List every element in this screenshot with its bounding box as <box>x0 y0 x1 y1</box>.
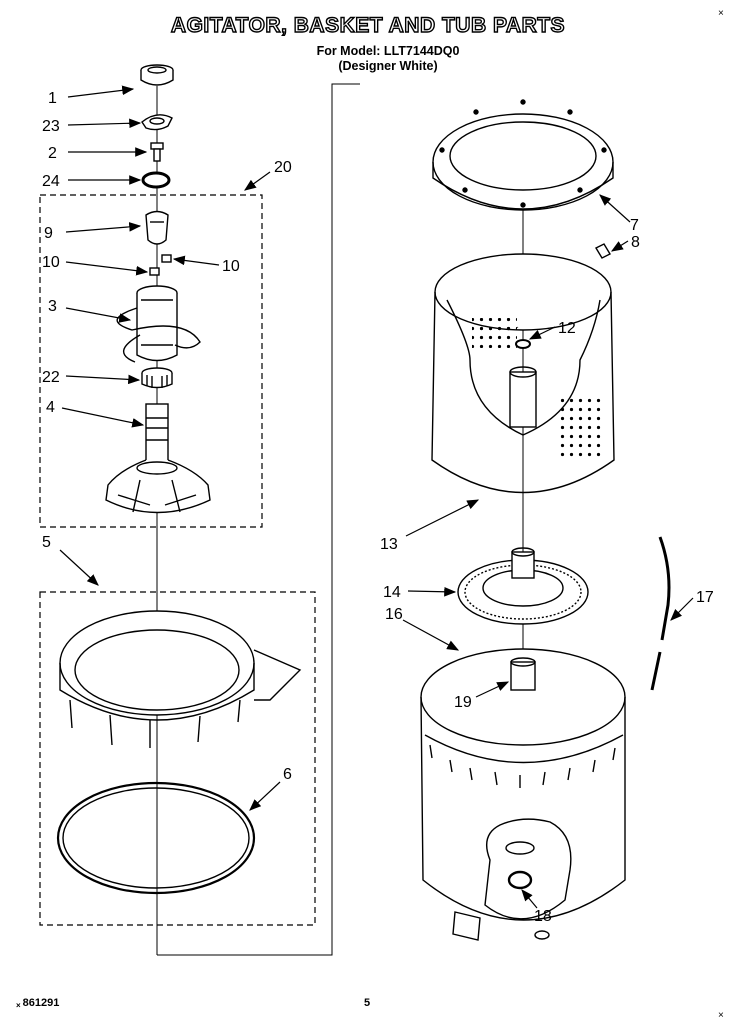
callout-16: 16 <box>385 606 403 623</box>
callout-22: 22 <box>42 369 60 386</box>
part-4-agitator-base <box>105 403 211 514</box>
callout-19: 17 <box>696 589 714 606</box>
assembly-5-6-box <box>39 591 316 926</box>
callout-6: 6 <box>283 766 292 783</box>
part-22-ratchet <box>141 367 173 389</box>
callout-8: 8 <box>631 234 640 251</box>
callout-3: 3 <box>48 298 57 315</box>
assembly-20-box <box>39 194 263 528</box>
callout-13: 13 <box>380 536 398 553</box>
callout-17: 19 <box>454 694 472 711</box>
callout-18: 18 <box>534 908 552 925</box>
corner-mark: × <box>718 8 724 19</box>
callout-5: 5 <box>42 534 51 551</box>
callout-14: 14 <box>383 584 401 601</box>
part-1-agitator-cap <box>140 64 174 86</box>
callout-2: 2 <box>48 145 57 162</box>
diagram-title: AGITATOR, BASKET AND TUB PARTS <box>170 13 566 37</box>
part-2-bolt <box>150 142 164 162</box>
part-14-hub <box>457 547 589 625</box>
document-number: ×861291 <box>16 997 60 1010</box>
callout-10-right: 10 <box>222 258 240 275</box>
model-line: For Model: LLT7144DQ0 <box>316 44 460 58</box>
part-19-hose <box>650 536 671 691</box>
callout-9: 9 <box>44 225 53 242</box>
callout-24: 24 <box>42 173 60 190</box>
part-7-balance-ring <box>432 99 614 211</box>
color-line: (Designer White) <box>338 59 438 73</box>
callout-4: 4 <box>46 399 55 416</box>
part-5-tub-ring <box>59 610 302 748</box>
callout-10-left: 10 <box>42 254 60 271</box>
doc-number-text: 861291 <box>22 997 60 1009</box>
part-6-seal-ring <box>56 781 256 895</box>
part-13-basket <box>431 253 615 494</box>
part-24-ring <box>141 171 171 189</box>
callout-1: 1 <box>48 90 57 107</box>
part-3-auger <box>116 285 201 363</box>
corner-mark: × <box>718 1010 724 1021</box>
part-8-clip <box>595 243 611 259</box>
part-23-clip <box>141 114 173 131</box>
callout-7: 7 <box>630 217 639 234</box>
part-16-outer-tub <box>420 648 626 941</box>
part-10-dogs <box>149 254 172 276</box>
callout-12: 12 <box>558 320 576 337</box>
callout-20: 20 <box>274 159 292 176</box>
part-9-cam <box>145 210 169 245</box>
page-number: 5 <box>364 997 371 1009</box>
model-info: For Model: LLT7144DQ0 (Designer White) <box>288 44 488 74</box>
callout-23: 23 <box>42 118 60 135</box>
